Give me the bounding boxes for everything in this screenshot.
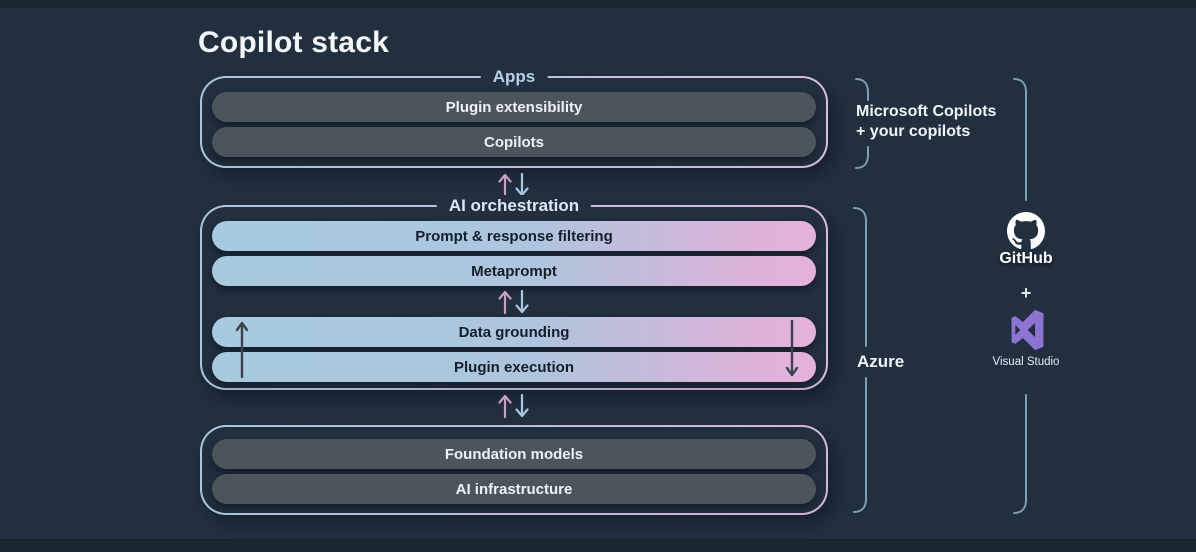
page-title: Copilot stack: [198, 26, 389, 59]
azure-bracket: [853, 207, 867, 513]
pill-ai-infrastructure: AI infrastructure: [212, 474, 816, 504]
copilots-note-line2: + your copilots: [856, 123, 971, 140]
pill-plugin-execution: Plugin execution: [212, 352, 816, 382]
pill-foundation-models: Foundation models: [212, 439, 816, 469]
updown-arrows-orchestration-foundation: [498, 393, 529, 419]
up-arrow-icon: [235, 321, 249, 379]
apps-box: Apps Plugin extensibility Copilots: [200, 66, 828, 168]
copilots-note: Microsoft Copilots + your copilots: [856, 102, 996, 142]
plus-sign: +: [1020, 283, 1032, 303]
down-arrow-icon: [515, 289, 529, 314]
github-label: GitHub: [999, 250, 1053, 267]
ai-orchestration-box: AI orchestration Prompt & response filte…: [200, 195, 828, 390]
pill-data-grounding: Data grounding: [212, 317, 816, 347]
visual-studio-label: Visual Studio: [992, 356, 1060, 368]
updown-arrows-apps-orchestration: [498, 172, 529, 198]
up-arrow-icon: [498, 290, 512, 315]
pill-prompt-response-filtering: Prompt & response filtering: [212, 221, 816, 251]
apps-box-label: Apps: [480, 66, 548, 88]
down-arrow-icon: [515, 172, 529, 197]
ai-orchestration-box-label: AI orchestration: [436, 195, 592, 217]
github-octocat-icon: [1007, 212, 1045, 250]
pill-copilots: Copilots: [212, 127, 816, 157]
github-vs-bracket: [1013, 78, 1027, 514]
bottom-letterbox-bar: [0, 539, 1196, 552]
copilots-note-line1: Microsoft Copilots: [856, 103, 997, 120]
azure-label: Azure: [853, 350, 909, 374]
up-arrow-icon: [498, 173, 512, 198]
top-letterbox-bar: [0, 0, 1196, 8]
foundation-box: Foundation models AI infrastructure: [200, 425, 828, 515]
updown-arrows-metaprompt-grounding: [498, 289, 529, 315]
pill-plugin-extensibility: Plugin extensibility: [212, 92, 816, 122]
down-arrow-icon: [785, 319, 799, 377]
visual-studio-icon: [1011, 309, 1044, 351]
copilots-bracket: [855, 78, 869, 169]
pill-metaprompt: Metaprompt: [212, 256, 816, 286]
up-arrow-icon: [498, 394, 512, 419]
down-arrow-icon: [515, 393, 529, 418]
